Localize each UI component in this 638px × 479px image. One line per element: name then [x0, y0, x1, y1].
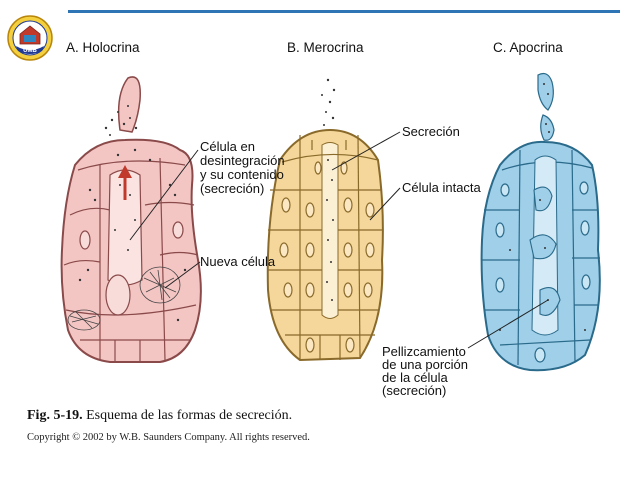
label-y-su-contenido: y su contenido — [200, 167, 284, 182]
label-celula-en: Célula en — [200, 139, 255, 154]
label-desintegracion: desintegración — [200, 153, 285, 168]
label-de-una-porcion: de una porción — [382, 357, 469, 372]
label-secrecion-apo: (secreción) — [382, 383, 447, 398]
panel-title-apocrina: C. Apocrina — [493, 40, 563, 55]
caption-prefix: Fig. 5-19. — [27, 408, 83, 423]
secretion-diagram — [60, 72, 601, 372]
panel-title-merocrina: B. Merocrina — [287, 40, 364, 55]
label-de-la-celula: de la célula — [382, 370, 448, 385]
label-nueva-celula: Nueva célula — [200, 254, 276, 269]
figure-caption: Fig. 5-19. Esquema de las formas de secr… — [27, 408, 292, 424]
panel-title-holocrina: A. Holocrina — [66, 40, 140, 55]
label-secrecion-holo: (secreción) — [200, 181, 265, 196]
label-celula-intacta: Célula intacta — [402, 180, 481, 195]
apocrine-gland — [467, 72, 601, 372]
label-pellizcamiento: Pellizcamiento — [382, 344, 466, 359]
header-rule — [68, 10, 620, 13]
university-seal-icon: UMB — [7, 15, 53, 61]
caption-text: Esquema de las formas de secreción. — [82, 408, 293, 423]
holocrine-gland — [60, 76, 202, 363]
label-secrecion-mero: Secreción — [402, 124, 460, 139]
logo-text: UMB — [23, 48, 37, 54]
merocrine-gland — [266, 78, 401, 362]
copyright-notice: Copyright © 2002 by W.B. Saunders Compan… — [27, 432, 310, 443]
